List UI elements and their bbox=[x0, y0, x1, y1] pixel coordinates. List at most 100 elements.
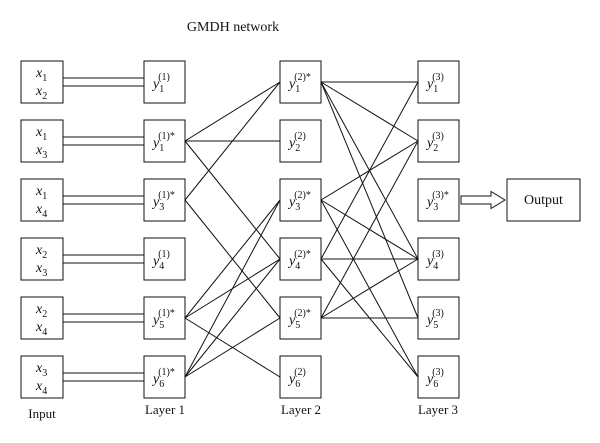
layer2-node: y5(2)* bbox=[279, 296, 322, 340]
layer3-variable: y2(3) bbox=[425, 131, 444, 154]
layer2-box bbox=[279, 237, 322, 281]
input-box bbox=[20, 237, 64, 281]
input-column-label: Input bbox=[28, 406, 56, 421]
layer2-layer3-wire bbox=[320, 140, 419, 319]
layer2-variable: y3(2)* bbox=[287, 190, 311, 213]
layer2-layer3-wire bbox=[320, 258, 419, 319]
layer1-layer2-wire bbox=[184, 317, 281, 378]
layer1-node: y3(1)* bbox=[143, 178, 186, 222]
layer2-variable: y2(2) bbox=[287, 131, 306, 154]
input-variable: x2 bbox=[35, 84, 47, 102]
layer2-node: y4(2)* bbox=[279, 237, 322, 281]
input-box bbox=[20, 296, 64, 340]
layer3-node: y2(3) bbox=[417, 119, 460, 163]
layer1-box bbox=[143, 178, 186, 222]
layer1-layer2-wire bbox=[184, 258, 281, 378]
layer2-node: y3(2)* bbox=[279, 178, 322, 222]
layer2-variable: y1(2)* bbox=[287, 72, 311, 95]
layer1-variable: y3(1)* bbox=[151, 190, 175, 213]
layer-1-label: Layer 1 bbox=[145, 402, 185, 417]
layer-2-label: Layer 2 bbox=[281, 402, 321, 417]
layer3-box bbox=[417, 355, 460, 399]
input-variable: x4 bbox=[35, 379, 47, 397]
layer2-node: y6(2) bbox=[279, 355, 322, 399]
input-box bbox=[20, 119, 64, 163]
input-variable: x1 bbox=[35, 66, 47, 84]
layer1-variable: y1(1) bbox=[151, 72, 170, 95]
output-box bbox=[506, 178, 581, 222]
layer1-layer2-wire bbox=[184, 199, 281, 378]
input-variable: x2 bbox=[35, 243, 47, 261]
layer1-box bbox=[143, 296, 186, 340]
input-box bbox=[20, 60, 64, 104]
input-box bbox=[20, 178, 64, 222]
layer1-node: y4(1) bbox=[143, 237, 186, 281]
layer1-variable: y4(1) bbox=[151, 249, 170, 272]
layer2-layer3-wire bbox=[320, 81, 419, 319]
layer3-box bbox=[417, 119, 460, 163]
input-box bbox=[20, 355, 64, 399]
layer2-node: y1(2)* bbox=[279, 60, 322, 104]
layer2-box bbox=[279, 355, 322, 399]
layer3-variable: y1(3) bbox=[425, 72, 444, 95]
layer1-node: y5(1)* bbox=[143, 296, 186, 340]
layer3-box bbox=[417, 178, 460, 222]
layer1-node: y1(1)* bbox=[143, 119, 186, 163]
layer1-box bbox=[143, 60, 186, 104]
layer2-box bbox=[279, 119, 322, 163]
layer1-layer2-wire bbox=[184, 81, 281, 142]
output-label: Output bbox=[524, 193, 563, 208]
layer2-box bbox=[279, 178, 322, 222]
layer1-box bbox=[143, 355, 186, 399]
layer2-box bbox=[279, 60, 322, 104]
layer1-layer2-wire bbox=[184, 140, 281, 260]
layer2-variable: y5(2)* bbox=[287, 308, 311, 331]
layer2-box bbox=[279, 296, 322, 340]
nodes: x1x2x1x3x1x4x2x3x2x4x3x4y1(1)y1(1)*y3(1)… bbox=[20, 60, 460, 399]
layer2-variable: y4(2)* bbox=[287, 249, 311, 272]
layer1-variable: y1(1)* bbox=[151, 131, 175, 154]
input-variable: x4 bbox=[35, 202, 47, 220]
layer3-node: y1(3) bbox=[417, 60, 460, 104]
output-arrow bbox=[460, 190, 506, 210]
layer3-node: y6(3) bbox=[417, 355, 460, 399]
layer3-variable: y3(3)* bbox=[425, 190, 449, 213]
layer2-layer3-wire bbox=[320, 81, 419, 142]
layer3-node: y5(3) bbox=[417, 296, 460, 340]
layer3-box bbox=[417, 296, 460, 340]
input-variable: x4 bbox=[35, 320, 47, 338]
input-variable: x3 bbox=[35, 143, 47, 161]
input-variable: x1 bbox=[35, 125, 47, 143]
layer2-node: y2(2) bbox=[279, 119, 322, 163]
layer1-variable: y5(1)* bbox=[151, 308, 175, 331]
output-group: Output bbox=[460, 178, 581, 222]
connections bbox=[63, 77, 419, 382]
layer1-node: y6(1)* bbox=[143, 355, 186, 399]
layer3-variable: y4(3) bbox=[425, 249, 444, 272]
layer3-node: y4(3) bbox=[417, 237, 460, 281]
layer2-variable: y6(2) bbox=[287, 367, 306, 390]
diagram-title: GMDH network bbox=[187, 20, 279, 35]
layer3-node: y3(3)* bbox=[417, 178, 460, 222]
layer1-variable: y6(1)* bbox=[151, 367, 175, 390]
layer1-box bbox=[143, 237, 186, 281]
layer2-layer3-wire bbox=[320, 81, 419, 260]
layer3-variable: y6(3) bbox=[425, 367, 444, 390]
input-variable: x2 bbox=[35, 302, 47, 320]
layer1-box bbox=[143, 119, 186, 163]
layer1-node: y1(1) bbox=[143, 60, 186, 104]
column-labels: Input Layer 1 Layer 2 Layer 3 bbox=[28, 402, 458, 421]
input-variable: x3 bbox=[35, 261, 47, 279]
input-variable: x1 bbox=[35, 184, 47, 202]
input-variable: x3 bbox=[35, 361, 47, 379]
layer1-layer2-wire bbox=[184, 81, 281, 201]
layer3-variable: y5(3) bbox=[425, 308, 444, 331]
layer1-layer2-wire bbox=[184, 199, 281, 319]
